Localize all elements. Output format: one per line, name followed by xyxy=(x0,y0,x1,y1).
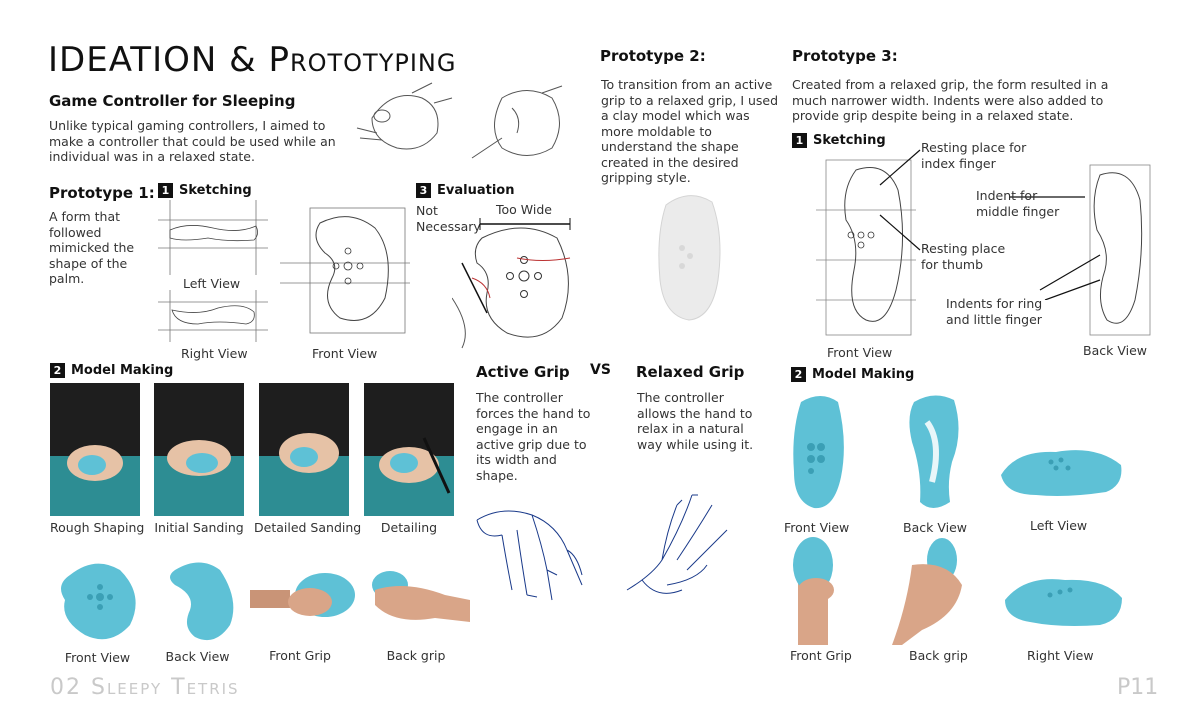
p3-result-caption-front-view: Front View xyxy=(784,520,850,535)
photo-detailed-sanding xyxy=(259,383,349,516)
step-number-badge: 1 xyxy=(792,133,807,148)
prototype2-text: To transition from an active grip to a r… xyxy=(601,77,779,185)
step-caption-initial-sanding: Initial Sanding xyxy=(154,520,244,535)
step-number-badge: 1 xyxy=(158,183,173,198)
prototype1-text: A form that followed mimicked the shape … xyxy=(49,209,135,286)
annotation-too-wide: Too Wide xyxy=(496,202,552,217)
vs-label: VS xyxy=(590,362,611,378)
p3-model-front-grip xyxy=(788,535,843,645)
prototype1-heading: Prototype 1: xyxy=(49,184,155,202)
active-grip-text: The controller forces the hand to engage… xyxy=(476,390,591,483)
p3-model-back-view xyxy=(902,392,966,512)
p1-left-view-caption: Left View xyxy=(183,276,241,291)
p3-sketching-label: 1 Sketching xyxy=(792,133,886,148)
p3-result-caption-left-view: Left View xyxy=(1030,518,1088,533)
p3-model-left-view xyxy=(996,440,1126,500)
p3-model-making-label: 2 Model Making xyxy=(791,367,914,382)
intro-heading: Game Controller for Sleeping xyxy=(49,92,296,110)
step-caption-detailed-sanding: Detailed Sanding xyxy=(254,520,362,535)
photo-rough-shaping xyxy=(50,383,140,516)
p1-model-making-text: Model Making xyxy=(71,363,174,378)
annotation-ring-little-finger: Indents for ring and little finger xyxy=(946,296,1043,327)
p1-model-making-label: 2 Model Making xyxy=(50,363,173,378)
p1-result-caption-front-grip: Front Grip xyxy=(269,648,331,663)
annotation-not-necessary: Not Necessary xyxy=(416,203,481,234)
p3-result-caption-back-grip: Back grip xyxy=(909,648,968,663)
page-title: IDEATION & Prototyping xyxy=(48,40,457,80)
relaxed-grip-heading: Relaxed Grip xyxy=(636,363,745,381)
p3-sketching-text: Sketching xyxy=(813,133,886,148)
p3-back-view-caption: Back View xyxy=(1083,343,1147,358)
p1-front-view-sketch xyxy=(280,203,410,343)
prototype2-heading: Prototype 2: xyxy=(600,47,706,65)
p1-left-view-sketch xyxy=(158,200,268,275)
p1-model-front-grip xyxy=(250,560,360,630)
active-grip-hand-sketch xyxy=(472,495,592,615)
p1-front-view-caption: Front View xyxy=(312,346,378,361)
annotation-index-finger: Resting place for index finger xyxy=(921,140,1027,171)
p1-model-back-grip xyxy=(365,560,470,630)
p3-back-view-sketch xyxy=(1085,160,1155,340)
step-caption-detailing: Detailing xyxy=(380,520,438,535)
active-grip-heading: Active Grip xyxy=(476,363,570,381)
prototype3-text: Created from a relaxed grip, the form re… xyxy=(792,77,1109,123)
p3-model-front-view xyxy=(786,392,850,512)
step-number-badge: 3 xyxy=(416,183,431,198)
p3-model-making-text: Model Making xyxy=(812,367,915,382)
p1-model-front-view xyxy=(50,555,145,645)
p1-result-caption-back-view: Back View xyxy=(165,649,230,664)
p3-result-caption-front-grip: Front Grip xyxy=(790,648,852,663)
p1-right-view-caption: Right View xyxy=(181,346,248,361)
page-number: P11 xyxy=(1117,675,1159,700)
p1-evaluation-text: Evaluation xyxy=(437,183,515,198)
photo-initial-sanding xyxy=(154,383,244,516)
annotation-middle-finger: Indent for middle finger xyxy=(976,188,1060,219)
intro-text: Unlike typical gaming controllers, I aim… xyxy=(49,118,336,164)
relaxed-grip-text: The controller allows the hand to relax … xyxy=(637,390,754,452)
p3-front-view-sketch xyxy=(816,150,916,340)
p1-result-caption-front-view: Front View xyxy=(64,650,131,665)
p3-model-right-view xyxy=(1000,570,1125,630)
relaxed-grip-hand-sketch xyxy=(622,490,747,615)
p3-annotation-lines xyxy=(879,149,1101,300)
p3-front-view-caption: Front View xyxy=(827,345,893,360)
p3-result-caption-right-view: Right View xyxy=(1027,648,1094,663)
step-number-badge: 2 xyxy=(791,367,806,382)
p1-evaluation-sketch xyxy=(452,218,577,350)
p1-sketching-text: Sketching xyxy=(179,183,252,198)
hand-sketches xyxy=(352,78,577,166)
step-number-badge: 2 xyxy=(50,363,65,378)
p1-model-back-view xyxy=(160,555,240,645)
annotation-thumb: Resting place for thumb xyxy=(921,241,1006,272)
p3-model-back-grip xyxy=(892,535,972,645)
photo-detailing xyxy=(364,383,454,516)
p1-right-view-sketch xyxy=(158,290,268,342)
p2-clay-model xyxy=(654,190,726,322)
p3-result-caption-back-view: Back View xyxy=(903,520,967,535)
p1-evaluation-label: 3 Evaluation xyxy=(416,183,514,198)
p1-result-caption-back-grip: Back grip xyxy=(386,648,446,663)
step-caption-rough-shaping: Rough Shaping xyxy=(50,520,145,535)
prototype3-heading: Prototype 3: xyxy=(792,47,898,65)
footer-project-title: 02 Sleepy Tetris xyxy=(50,675,240,700)
p1-sketching-label: 1 Sketching xyxy=(158,183,252,198)
